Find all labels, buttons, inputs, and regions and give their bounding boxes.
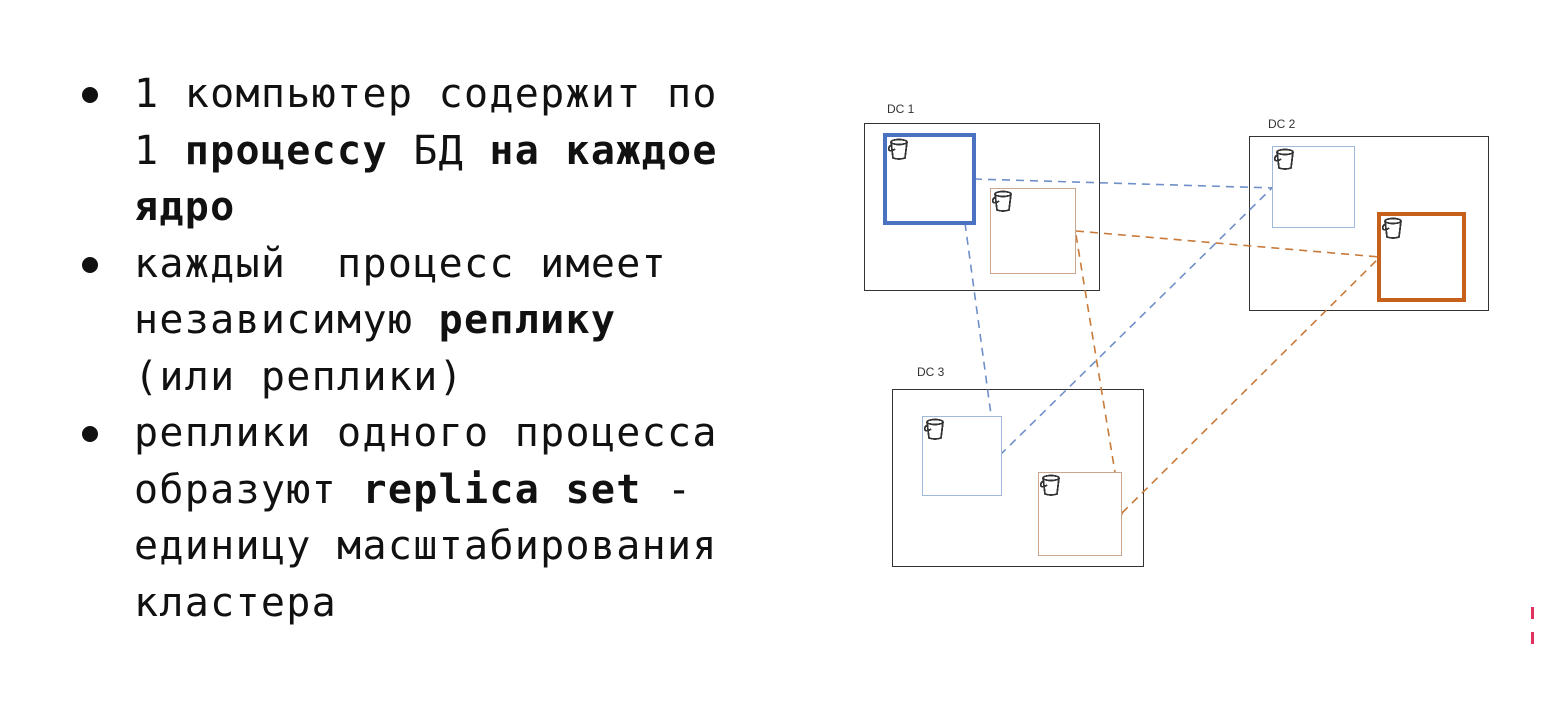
link-orange-dc3-dc2 (1121, 256, 1381, 514)
bucket-icon (1040, 474, 1114, 513)
dc3-box (892, 389, 1144, 567)
bucket-icon (992, 190, 1044, 230)
bucket-icon (1274, 148, 1325, 186)
bucket-icon (1040, 474, 1114, 539)
bucket-icon (888, 138, 918, 204)
bullet-line: кластера (134, 579, 338, 626)
bullet-line: 1 компьютер содержит по (134, 71, 718, 117)
bucket-icon (1274, 148, 1348, 186)
bullet-item-2: каждый процесс имеет независимую реплику… (78, 236, 798, 406)
dc3-label: DC 3 (917, 365, 945, 379)
bullet-line: каждый процесс имеет (134, 240, 668, 287)
dc1-blue-primary-node (883, 133, 976, 225)
accent-mark (1531, 607, 1534, 619)
bucket-icon (1382, 217, 1433, 256)
bucket-icon (992, 190, 1067, 256)
bucket-icon (924, 418, 996, 455)
bucket-icon (1040, 474, 1068, 539)
bucket-icon (1382, 217, 1433, 282)
bucket-icon (992, 190, 1044, 256)
bucket-icon (1274, 148, 1325, 212)
bullet-dot-icon (82, 256, 98, 273)
bucket-icon (924, 418, 996, 481)
bullet-line: единицу масштабирования (134, 523, 718, 569)
bucket-icon (1382, 217, 1410, 282)
bullet-line: (или реплики) (134, 353, 464, 400)
bucket-icon (888, 138, 964, 204)
bucket-icon (992, 190, 1021, 256)
link-blue-dc1-dc2 (973, 178, 1276, 189)
bucket-icon (1274, 148, 1302, 212)
accent-mark (1531, 632, 1534, 644)
bullet-dot-icon (82, 87, 98, 103)
dc1-label: DC 1 (887, 102, 915, 116)
bucket-icon (888, 138, 941, 178)
bucket-icon (1040, 474, 1091, 513)
dc1-box (864, 123, 1100, 291)
replica-set-diagram: DC 1 DC 2 DC 3 (850, 95, 1510, 585)
bullet-line: образуют replica set - (134, 466, 693, 513)
bucket-icon (992, 190, 1067, 230)
bullet-dot-icon (82, 426, 98, 442)
bullet-line: реплики одного процесса (134, 410, 718, 456)
bucket-icon (1274, 148, 1348, 212)
link-orange-dc1-dc3 (1075, 234, 1123, 516)
bucket-icon (924, 418, 950, 481)
bullet-item-3: реплики одного процесса образуют replica… (78, 405, 798, 631)
bucket-icon (924, 418, 973, 481)
bullet-list: 1 компьютер содержит по 1 процессу БД на… (78, 66, 798, 631)
dc1-orange-replica-node (990, 188, 1076, 274)
bucket-icon (888, 138, 964, 178)
dc2-orange-primary-node (1377, 212, 1466, 302)
bucket-icon (1382, 217, 1456, 282)
dc2-label: DC 2 (1268, 117, 1296, 131)
bucket-icon (888, 138, 941, 204)
bullet-item-1: 1 компьютер содержит по 1 процессу БД на… (78, 66, 798, 236)
dc2-box (1249, 136, 1489, 311)
bullet-line: ядро (134, 184, 236, 230)
bucket-icon (924, 418, 973, 455)
bullet-line: независимую реплику (134, 297, 617, 343)
dc3-orange-replica-node (1038, 472, 1122, 556)
dc2-blue-replica-node (1272, 146, 1355, 228)
link-orange-dc1-dc2 (1075, 230, 1381, 258)
dc3-blue-replica-node (922, 416, 1002, 496)
bullet-line: 1 процессу БД на каждое (134, 127, 718, 174)
bucket-icon (1382, 217, 1456, 256)
bucket-icon (1040, 474, 1091, 539)
